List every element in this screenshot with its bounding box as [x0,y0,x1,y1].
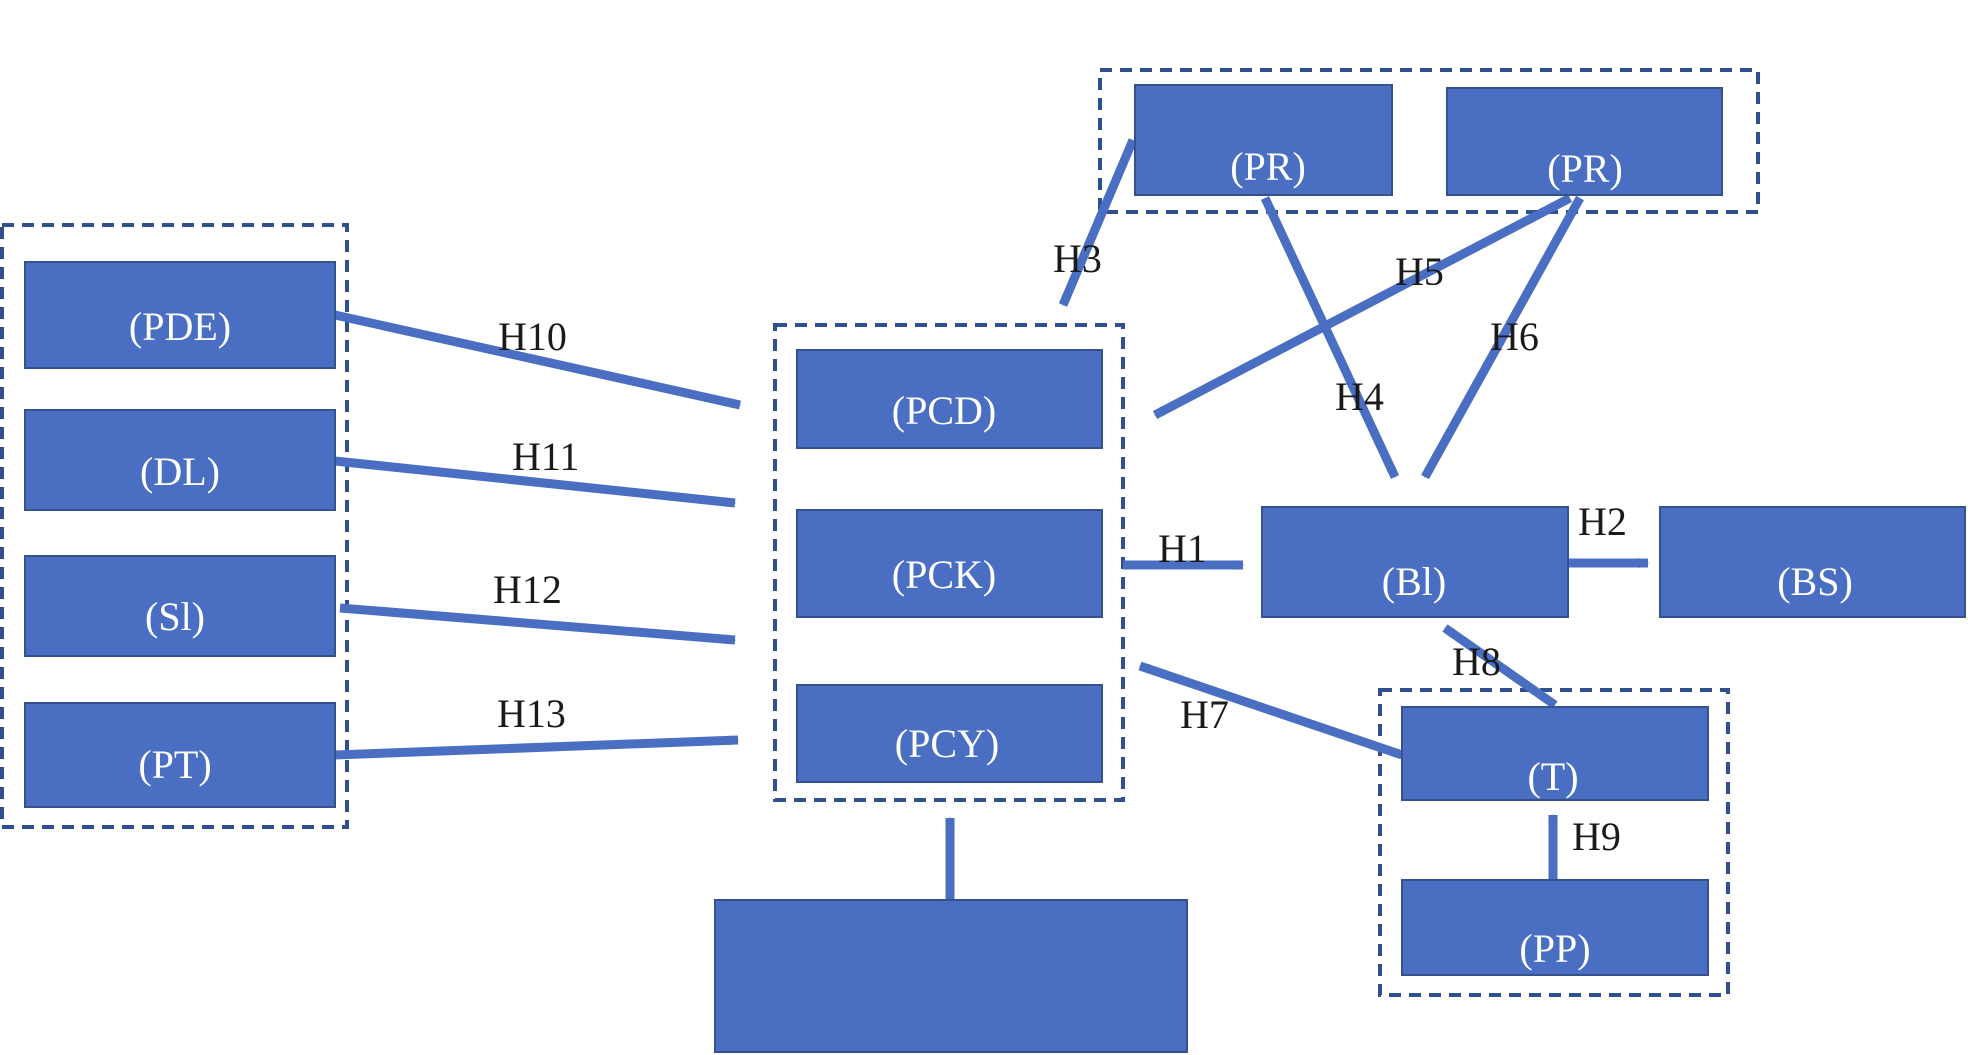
top-group-container [1098,68,1760,214]
node-pcd [796,349,1103,449]
node-sl [24,555,336,657]
node-pp-label: (PP) [1519,926,1590,971]
node-bi [1261,506,1569,618]
hypothesis-label-h1: H1 [1158,526,1207,571]
node-t [1401,706,1709,801]
node-pcd-label: (PCD) [892,388,996,433]
node-pcy-label: (PCY) [895,721,999,766]
node-pr-1-label: (PR) [1230,144,1306,189]
node-pde-label: (PDE) [129,304,231,349]
arrow-h11-dl-to-pck [334,456,736,508]
hypothesis-label-h9: H9 [1572,814,1621,859]
node-pr-1 [1134,84,1393,196]
node-pde [24,261,336,369]
node-pp [1401,879,1709,976]
hypothesis-label-h12: H12 [493,567,562,612]
node-dl-label: (DL) [140,449,220,494]
node-bs [1659,506,1966,618]
node-sl-label: (Sl) [145,594,205,639]
arrow-h8-t-to-bi [1442,624,1558,709]
hypothesis-label-h7: H7 [1180,692,1229,737]
node-pcy [796,684,1103,783]
node-pr-2 [1446,87,1723,196]
arrow-h5-pr-to-pcd [1152,194,1573,419]
node-bs-label: (BS) [1777,559,1853,604]
arrow-h3-pr-to-pcd [1058,138,1138,307]
node-dl [24,409,336,511]
hypothesis-label-h6: H6 [1490,314,1539,359]
node-pck-label: (PCK) [892,552,996,597]
hypothesis-label-h13: H13 [497,691,566,736]
hypothesis-label-h8: H8 [1452,639,1501,684]
hypothesis-label-h10: H10 [498,314,567,359]
arrow-h13-pt-to-pcy [334,735,739,760]
arrow-h4-pr-to-bi [1260,196,1400,479]
node-pck [796,509,1103,618]
left-group-container [0,223,349,829]
node-pt [24,702,336,808]
hypothesis-label-h3: H3 [1053,236,1102,281]
node-bottom-box [714,899,1188,1053]
hypothesis-label-h4: H4 [1335,374,1384,419]
arrow-h10-pde-to-pcd [334,310,741,410]
node-bi-label: (Bl) [1382,559,1446,604]
arrow-h7-t-to-pck [1138,661,1404,760]
arrow-h12-sl-to-pck [339,603,736,645]
arrow-h6-pr-to-bi [1421,195,1584,480]
node-pr-2-label: (PR) [1547,146,1623,191]
node-t-label: (T) [1527,754,1578,799]
hypothesis-label-h5: H5 [1395,249,1444,294]
bottom-right-group-container [1378,688,1730,997]
hypothesis-label-h2: H2 [1578,499,1627,544]
hypothesis-label-h11: H11 [512,434,579,479]
node-pt-label: (PT) [138,742,211,787]
